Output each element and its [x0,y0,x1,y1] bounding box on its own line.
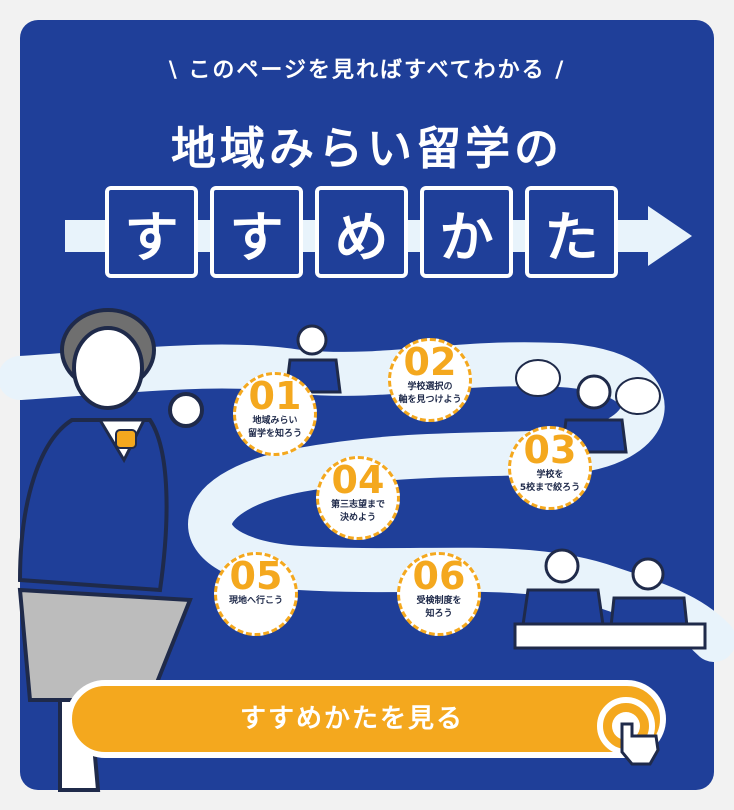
step-label: 学校選択の 軸を見つけよう [398,382,462,406]
view-steps-button[interactable]: すすめかたを見る [66,680,666,766]
title-char-box: め [315,186,408,278]
step-number: 04 [331,458,385,502]
title-char-box: す [105,186,198,278]
step-05[interactable]: 05 現地へ行こう [214,552,298,636]
step-06[interactable]: 06 受検制度を 知ろう [397,552,481,636]
step-label: 受検制度を 知ろう [416,596,462,620]
step-label: 地域みらい 留学を知ろう [247,416,302,440]
step-label: 現地へ行こう [228,596,283,606]
step-number: 06 [412,554,466,598]
step-number: 02 [403,340,457,384]
students-at-desk-illustration [513,548,707,650]
view-steps-button-label: すすめかたを見る [239,704,464,734]
pointing-hand-icon [597,697,660,766]
title-char-box: す [210,186,303,278]
title-char-box: か [420,186,513,278]
step-04[interactable]: 04 第三志望まで 決めよう [316,456,400,540]
step-number: 01 [248,374,302,418]
step-02[interactable]: 02 学校選択の 軸を見つけよう [388,338,472,422]
banner-tagline: \ このページを見ればすべてわかる / [168,58,566,83]
title-char-box: た [525,186,618,278]
step-label: 第三志望まで 決めよう [330,500,385,524]
thought-bubble-icon [615,377,661,415]
step-number: 03 [523,428,577,472]
banner-title: 地域みらい留学の [170,122,563,175]
step-03[interactable]: 03 学校を 5校まで絞ろう [508,426,592,510]
step-01[interactable]: 01 地域みらい 留学を知ろう [233,372,317,456]
thought-bubble-icon [515,359,561,397]
step-number: 05 [229,554,283,598]
step-label: 学校を 5校まで絞ろう [519,470,581,494]
arrow-right-icon [648,206,692,266]
